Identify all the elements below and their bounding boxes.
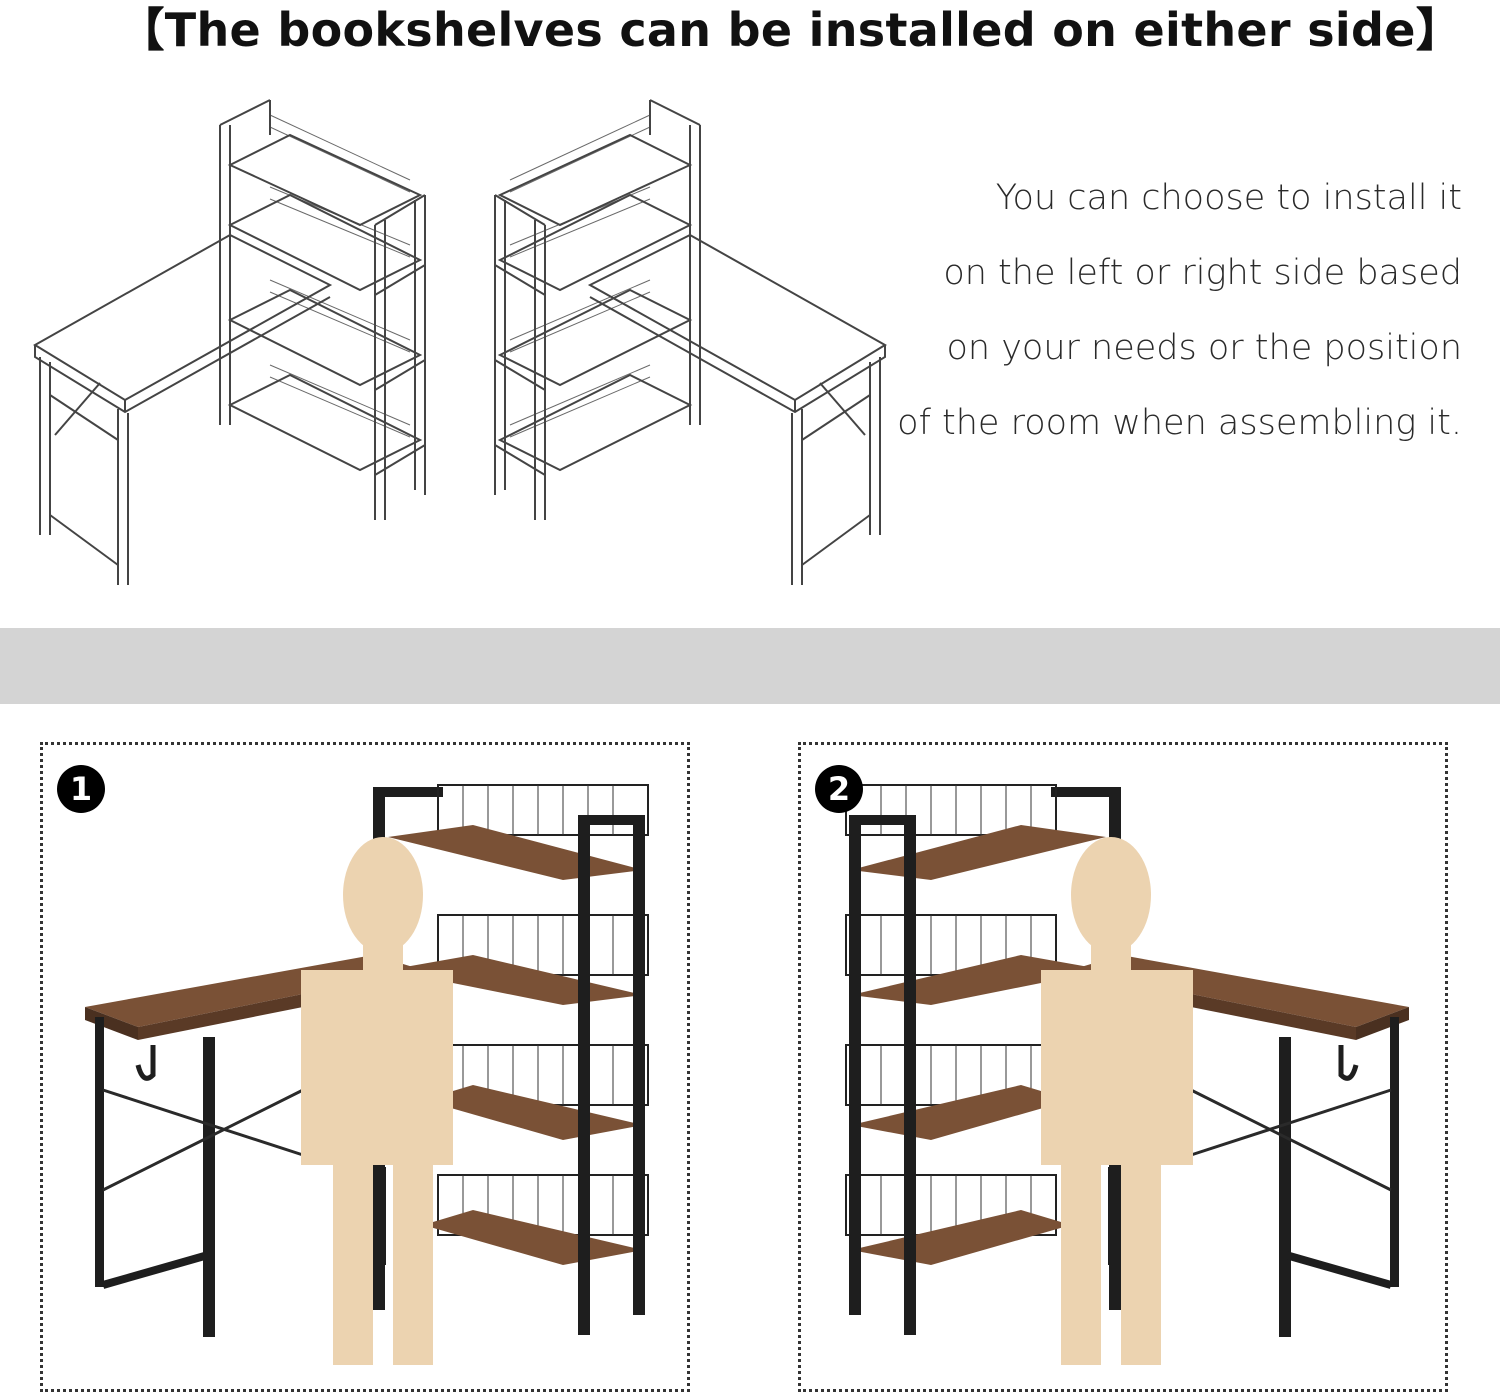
desk-line-drawing-left	[33, 99, 426, 585]
description: You can choose to install it on the left…	[842, 168, 1462, 468]
option-panel-2: 2	[798, 742, 1448, 1392]
option-badge-1: 1	[57, 765, 105, 813]
description-line: You can choose to install it	[995, 178, 1462, 218]
divider-band	[0, 628, 1500, 704]
description-line: on the left or right side based	[943, 253, 1462, 293]
description-line: of the room when assembling it.	[897, 403, 1462, 443]
desk-line-drawing-right	[494, 99, 887, 585]
description-line: on your needs or the position	[946, 328, 1463, 368]
option-panel-1: 1	[40, 742, 690, 1392]
option-badge-2: 2	[815, 765, 863, 813]
desk-photo-left-shelf	[845, 784, 1409, 1365]
desk-photo-right-shelf	[85, 784, 649, 1365]
headline: 【The bookshelves can be installed on eit…	[118, 3, 1462, 57]
